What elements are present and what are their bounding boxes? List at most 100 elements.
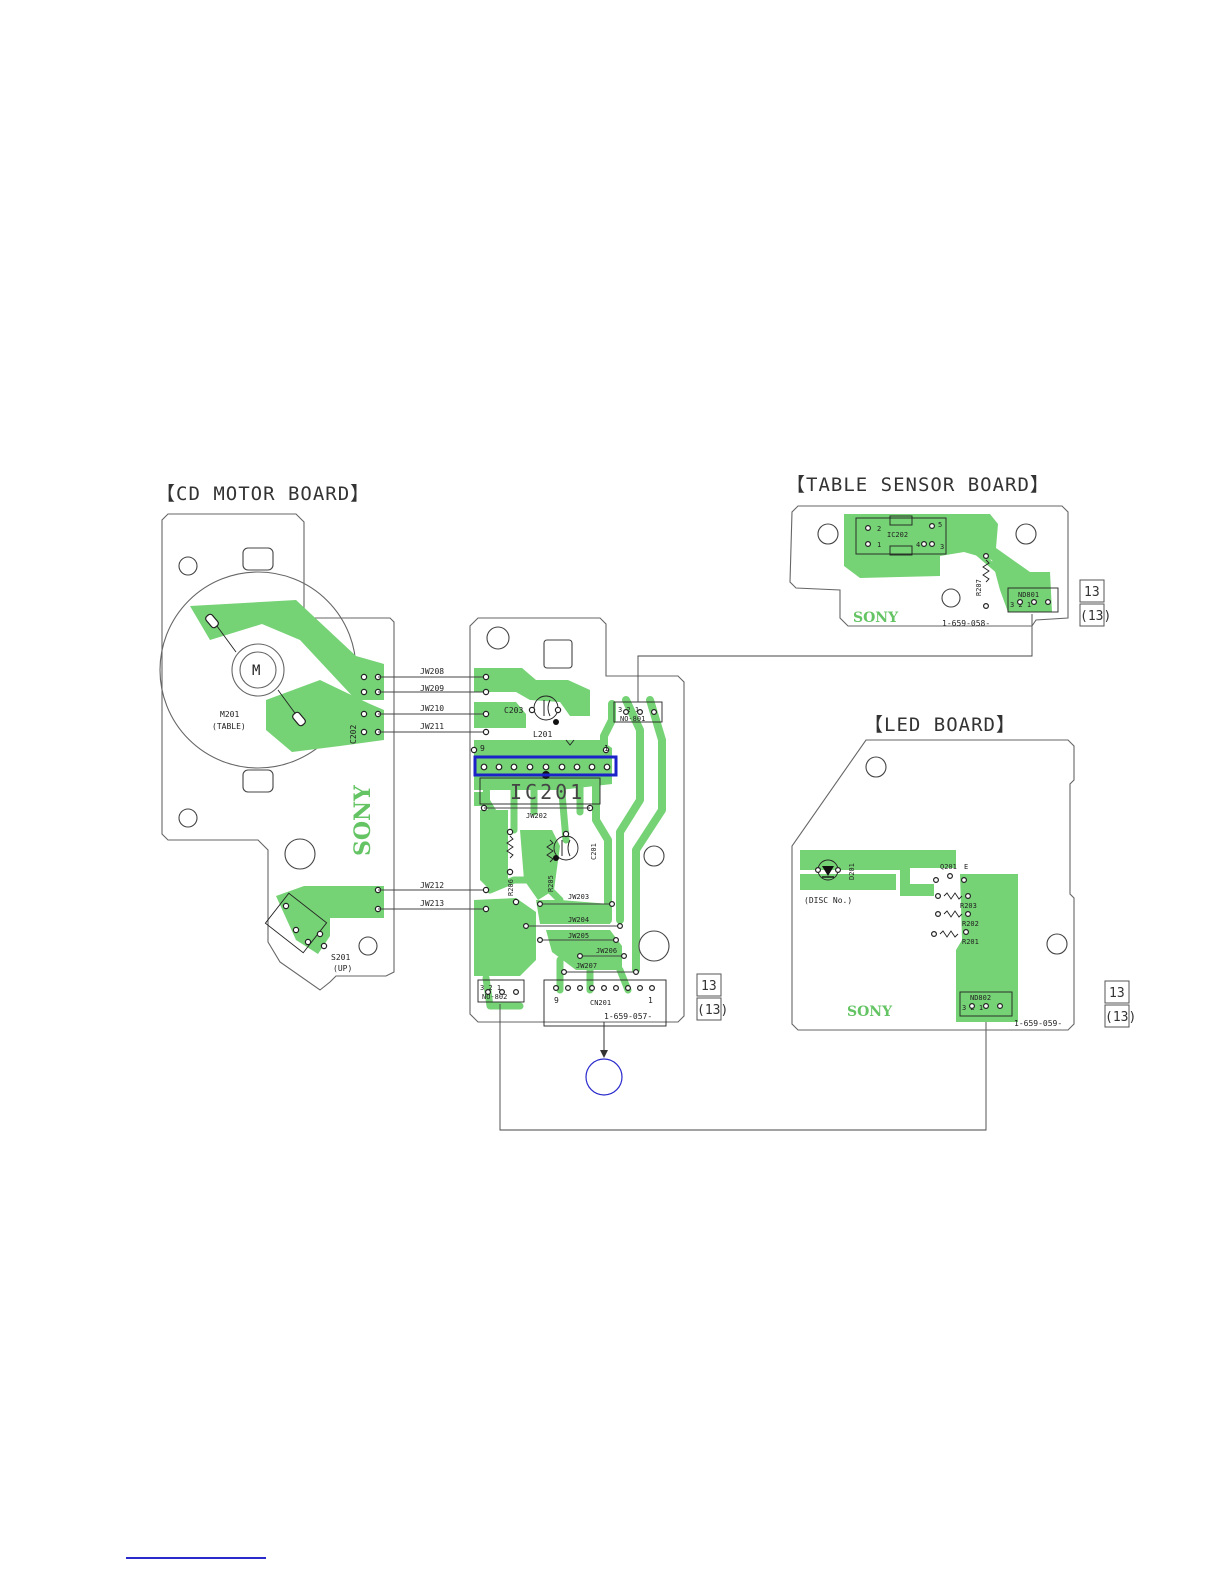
svg-text:13: 13 [701, 979, 717, 994]
mount-hole [1015, 523, 1037, 545]
motor-copper-lower [266, 680, 384, 752]
nd801-connector [1007, 587, 1059, 613]
jw211-label: JW211 [420, 722, 444, 731]
r207-resistor [982, 559, 990, 583]
jw204-label: JW204 [568, 916, 589, 924]
r203-label: R203 [960, 902, 977, 910]
motor-slot [242, 769, 274, 793]
led-board: 【LED BOARD】 D201 (DISC No.) Q201 E [791, 714, 1136, 1031]
mount-slot [543, 639, 573, 669]
led-ref-box-2 [1104, 1004, 1130, 1028]
jw208-label: JW208 [420, 667, 444, 676]
motor-hub [231, 643, 285, 697]
jw207-label: JW207 [576, 962, 597, 970]
r207-label: R207 [975, 579, 983, 596]
lower-jumper-wires [522, 900, 639, 975]
cd-motor-brand: SONY [350, 785, 376, 856]
table-sensor-board-title: 【TABLE SENSOR BOARD】 [786, 474, 1050, 496]
c202-label: C202 [349, 725, 358, 744]
motor-symbol: M [252, 663, 260, 679]
cn201-pins [552, 984, 655, 991]
led-board-title: 【LED BOARD】 [864, 714, 1016, 736]
sensor-ref-box-2 [1079, 603, 1105, 627]
switch-ref: S201 [331, 953, 350, 962]
mount-hole [486, 626, 510, 650]
led-resistors [930, 892, 971, 938]
jumper-wires [378, 676, 486, 910]
no802-pins: 3 2 1 [480, 984, 501, 992]
table-sensor-part-no: 1-659-058- [942, 619, 990, 628]
switch-s201 [264, 892, 328, 954]
c203-label: C203 [504, 706, 523, 715]
ic202-pin-4: 4 [916, 541, 920, 549]
led-brand: SONY [847, 1004, 893, 1020]
mount-hole [817, 523, 839, 545]
cn201-pin-right: 1 [648, 996, 653, 1005]
cd-motor-board: 【CD MOTOR BOARD】 M M201 (TABLE) C202 SON… [156, 483, 395, 991]
svg-text:13: 13 [1084, 585, 1100, 600]
no802-connector [477, 979, 525, 1003]
main-board-outline [469, 617, 685, 1023]
jw209-label: JW209 [420, 684, 444, 693]
page-link-underline[interactable] [126, 1557, 266, 1559]
svg-text:13: 13 [1109, 986, 1125, 1001]
jw203-label: JW203 [568, 893, 589, 901]
jw213-label: JW213 [420, 899, 444, 908]
q201-pin-e: E [964, 863, 968, 871]
svg-text:(13): (13) [1105, 1010, 1136, 1025]
motor-ref: M201 [220, 710, 239, 719]
ic202-label: IC202 [887, 531, 908, 539]
ic201-label: IC201 [510, 780, 585, 804]
jw210-label: JW210 [420, 704, 444, 713]
motor-slot [242, 547, 274, 571]
jw206-label: JW206 [596, 947, 617, 955]
table-sensor-board: 【TABLE SENSOR BOARD】 IC202 2 1 5 4 3 R20… [786, 474, 1111, 628]
main-board-copper [474, 668, 666, 1010]
jw212-label: JW212 [420, 881, 444, 890]
main-ref-box-2 [696, 997, 722, 1021]
mount-hole [638, 930, 670, 962]
no801-label: NO-801 [620, 715, 645, 723]
r201-label: R201 [962, 938, 979, 946]
nd801-pins: 3 2 1 [1010, 601, 1031, 609]
svg-text:(13): (13) [1080, 609, 1111, 624]
r206-label: R206 [507, 879, 515, 896]
ic202-pin-5: 5 [938, 521, 942, 529]
led-ref-box [1104, 980, 1130, 1004]
nd802-label: ND802 [970, 994, 991, 1002]
mount-hole [358, 936, 378, 956]
d201-note: (DISC No.) [804, 896, 852, 905]
motor-note: (TABLE) [212, 722, 246, 731]
motor-copper-upper [190, 600, 384, 700]
ic202-pin-2: 2 [877, 525, 881, 533]
mount-hole [1046, 933, 1068, 955]
mount-hole [178, 808, 198, 828]
mount-hole [284, 838, 316, 870]
no801-pins: 3 2 1 [618, 706, 639, 714]
table-sensor-outline [789, 505, 1069, 627]
d201-label: D201 [848, 863, 856, 880]
ic202-pin-1: 1 [877, 541, 881, 549]
cn201-label: CN201 [590, 999, 611, 1007]
ic-pin-last: 1 [604, 744, 609, 753]
sensor-copper [844, 514, 1052, 612]
main-board: JW208 JW209 JW210 JW211 JW212 JW213 C203… [378, 617, 728, 1096]
svg-text:(13): (13) [697, 1003, 728, 1018]
led-part-no: 1-659-059- [1014, 1019, 1062, 1028]
sensor-ref-box [1079, 579, 1105, 603]
ic-pin-first: 9 [480, 744, 485, 753]
switch-copper [276, 886, 384, 954]
r205-label: R205 [547, 875, 555, 892]
cn201-outline [543, 979, 667, 1027]
mount-hole [941, 588, 961, 608]
main-part-no: 1-659-057- [604, 1012, 652, 1021]
ic202-pin-3: 3 [940, 543, 944, 551]
main-ref-box [696, 973, 722, 997]
q201-label: Q201 [940, 863, 957, 871]
reference-circle [585, 1058, 623, 1096]
jw202-label: JW202 [526, 812, 547, 820]
table-sensor-brand: SONY [853, 610, 899, 626]
cn201-pin-left: 9 [554, 996, 559, 1005]
